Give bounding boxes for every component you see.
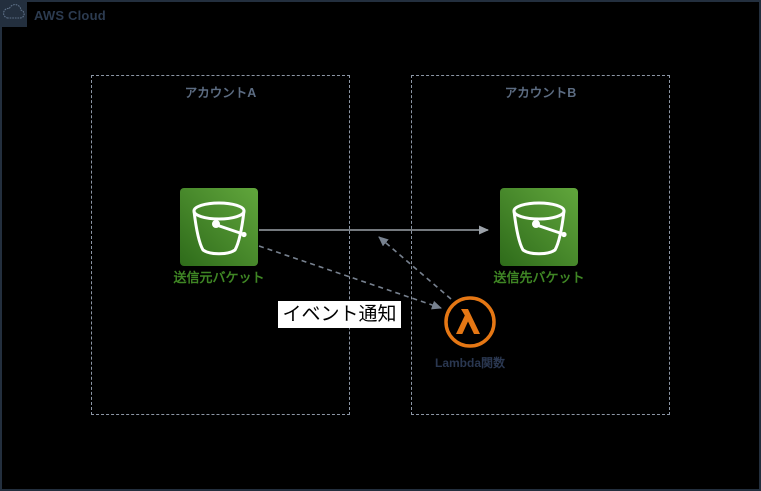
account-a-label: アカウントA [184, 86, 257, 100]
aws-cloud-icon [0, 0, 27, 27]
s3-bucket-icon [500, 188, 578, 266]
lambda-function-node: Lambda関数 [435, 295, 505, 370]
source-bucket-label: 送信元バケット [173, 270, 265, 285]
account-a-group: アカウントA [91, 75, 350, 415]
lambda-function-label: Lambda関数 [435, 356, 506, 370]
s3-bucket-icon [180, 188, 258, 266]
destination-bucket-node: 送信先バケット [494, 188, 585, 285]
event-notification-label: イベント通知 [278, 301, 401, 328]
lambda-icon [444, 296, 496, 348]
source-bucket-node: 送信元バケット [174, 188, 265, 285]
aws-cloud-label: AWS Cloud [34, 8, 106, 23]
destination-bucket-label: 送信先バケット [493, 270, 585, 285]
account-b-label: アカウントB [504, 86, 577, 100]
